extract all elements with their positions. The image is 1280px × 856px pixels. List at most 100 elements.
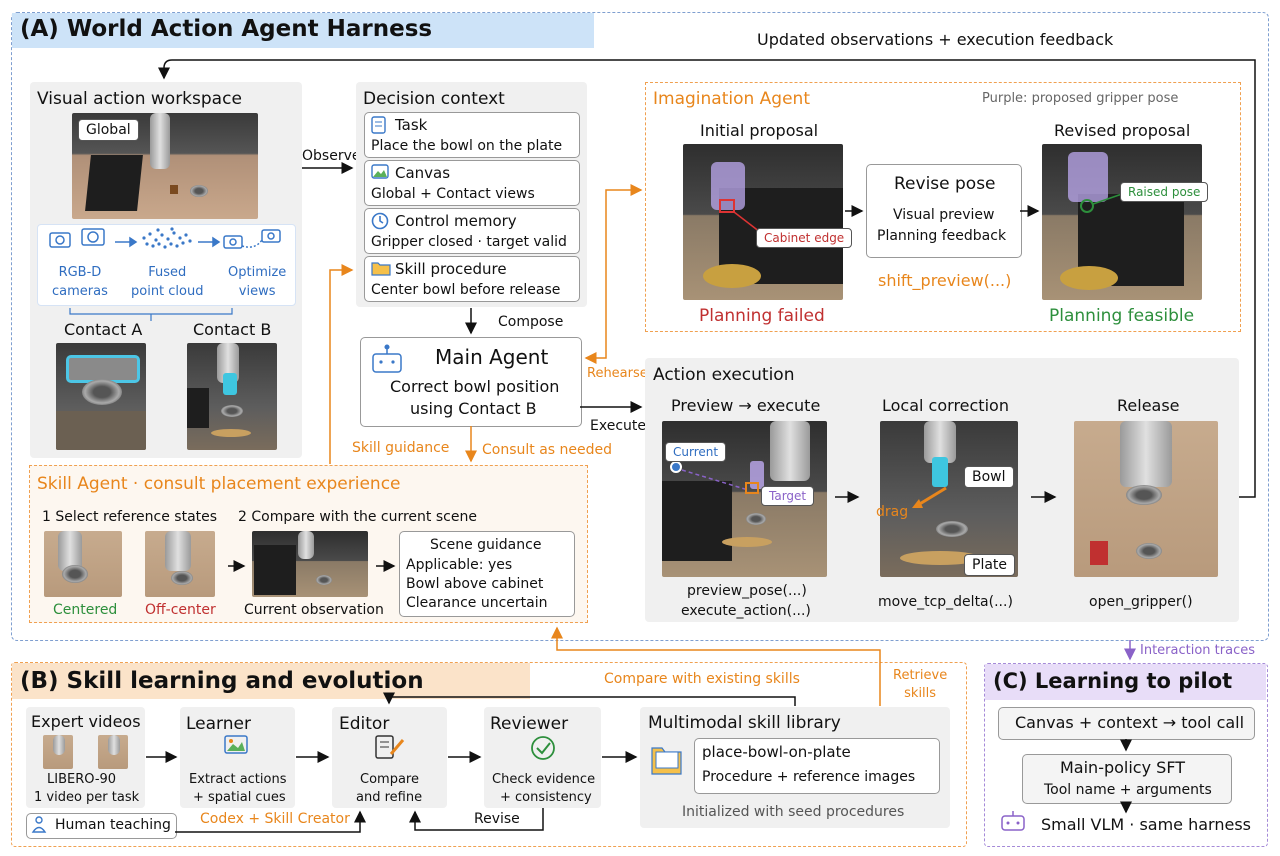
main-agent-title: Main Agent xyxy=(435,345,549,369)
revised-proposal-title: Revised proposal xyxy=(1054,121,1191,140)
section-b-title-bg xyxy=(12,663,530,699)
decision-item-body: Place the bowl on the plate xyxy=(371,138,563,154)
rehearse-label: Rehearse xyxy=(587,366,648,381)
learner-l1: Extract actions xyxy=(189,772,287,787)
decision-context-title: Decision context xyxy=(363,89,505,109)
scene-guidance-title: Scene guidance xyxy=(430,537,542,553)
preview-fn-1: preview_pose(...) xyxy=(687,583,807,599)
scene-guidance-3: Clearance uncertain xyxy=(406,595,548,611)
reviewer-box xyxy=(484,707,601,808)
offcenter-reference-image xyxy=(145,531,215,597)
decision-item-head: Skill procedure xyxy=(395,260,507,278)
main-policy-sft-title: Main-policy SFT xyxy=(1060,758,1186,777)
decision-item-head: Control memory xyxy=(395,212,517,230)
fused-label: Fused point cloud xyxy=(131,263,204,301)
skill-entry-box xyxy=(694,738,940,794)
camera-pipeline-box xyxy=(37,224,296,306)
canvas-context-box xyxy=(998,707,1255,740)
skill-agent-title: Skill Agent · consult placement experien… xyxy=(37,474,401,494)
editor-l1: Compare xyxy=(360,772,419,787)
clock-icon xyxy=(371,212,389,234)
canvas-context-label: Canvas + context → tool call xyxy=(1015,713,1245,732)
retrieve-label: Retrieve skills xyxy=(893,667,947,703)
centered-label: Centered xyxy=(53,602,118,618)
section-a-title-bg xyxy=(12,13,594,48)
skill-guidance-label: Skill guidance xyxy=(352,440,450,456)
expert-videos-title: Expert videos xyxy=(31,712,141,731)
plate-tag: Plate xyxy=(964,554,1016,576)
offcenter-label: Off-center xyxy=(145,602,216,618)
bowl-tag: Bowl xyxy=(964,466,1014,488)
section-b-title: (B) Skill learning and evolution xyxy=(20,668,424,694)
human-teaching-label: Human teaching xyxy=(55,817,171,833)
image-icon xyxy=(371,164,389,184)
current-observation-label: Current observation xyxy=(244,602,384,618)
imagination-title: Imagination Agent xyxy=(653,89,810,109)
cabinet-edge-tag: Cabinet edge xyxy=(756,228,853,248)
raised-pose-tag: Raised pose xyxy=(1120,182,1209,202)
interaction-traces-label: Interaction traces xyxy=(1140,643,1255,658)
global-tag: Global xyxy=(78,119,139,141)
contact-b-label: Contact B xyxy=(193,320,272,339)
main-policy-sft-box xyxy=(1022,754,1232,804)
expert-video-thumb-2 xyxy=(98,735,128,769)
section-a-title: (A) World Action Agent Harness xyxy=(20,16,433,42)
decision-item-head: Task xyxy=(395,116,428,134)
main-agent-box xyxy=(360,337,582,427)
current-observation-image xyxy=(252,531,368,597)
main-agent-line2: using Contact B xyxy=(410,399,537,418)
main-policy-sft-sub: Tool name + arguments xyxy=(1044,782,1212,798)
section-c-title-bg xyxy=(985,664,1266,700)
section-b-frame xyxy=(11,662,967,847)
scene-guidance-box xyxy=(399,531,575,617)
optimize-label: Optimize views xyxy=(228,263,286,301)
section-c-frame xyxy=(984,663,1268,847)
planning-failed-label: Planning failed xyxy=(699,306,825,326)
skill-entry-name: place-bowl-on-plate xyxy=(702,743,851,761)
learner-title: Learner xyxy=(186,714,251,734)
decision-item-body: Gripper closed · target valid xyxy=(371,234,567,250)
visual-workspace-title: Visual action workspace xyxy=(37,89,242,109)
consult-label: Consult as needed xyxy=(482,442,613,458)
section-a-frame xyxy=(11,12,1269,641)
retrieve-label-text: Retrieve skills xyxy=(893,668,948,701)
release-title: Release xyxy=(1117,396,1180,415)
action-execution-title: Action execution xyxy=(653,365,795,385)
revised-proposal-image xyxy=(1042,144,1202,300)
expert-video-thumb-1 xyxy=(43,735,73,769)
decision-item-body: Center bowl before release xyxy=(371,282,561,298)
drag-label: drag xyxy=(876,504,909,520)
local-correction-title: Local correction xyxy=(882,396,1009,415)
editor-title: Editor xyxy=(339,714,390,734)
revise-pose-line2: Planning feedback xyxy=(877,228,1007,244)
current-tag: Current xyxy=(665,442,727,462)
contact-b-image xyxy=(187,343,277,450)
centered-reference-image xyxy=(44,531,122,597)
decision-item-head: Canvas xyxy=(395,164,451,182)
observe-label: Observe xyxy=(302,148,361,164)
execute-label: Execute xyxy=(590,418,646,434)
release-fn: open_gripper() xyxy=(1089,594,1193,610)
section-c-title: (C) Learning to pilot xyxy=(993,669,1233,693)
skill-entry-desc: Procedure + reference images xyxy=(702,769,916,785)
scene-guidance-2: Bowl above cabinet xyxy=(406,576,544,592)
revise-pose-line1: Visual preview xyxy=(893,207,995,223)
expert-videos-l2: 1 video per task xyxy=(34,790,140,805)
expert-videos-l1: LIBERO-90 xyxy=(47,772,117,787)
reviewer-l1: Check evidence xyxy=(492,772,596,787)
small-vlm-label: Small VLM · same harness xyxy=(1041,815,1251,834)
revise-label: Revise xyxy=(474,811,520,827)
